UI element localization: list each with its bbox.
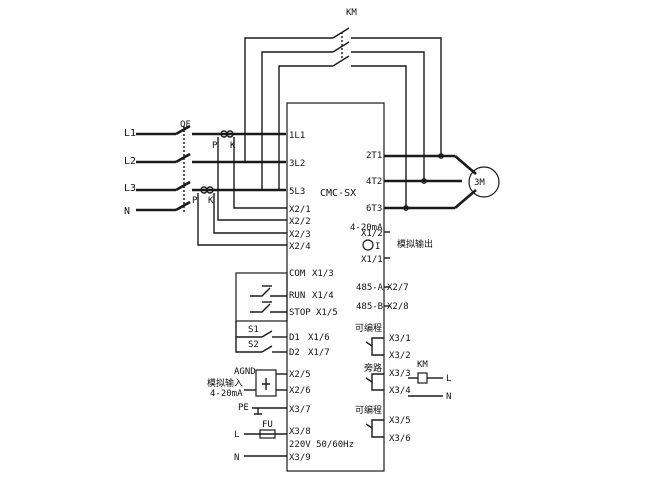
l3-label: L3: [124, 183, 136, 194]
terminal-x1-1: X1/1: [361, 255, 383, 265]
terminal-x1-7: X1/7: [308, 348, 330, 358]
terminal-x3-8: X3/8: [289, 427, 311, 437]
terminal-stop: STOP: [289, 308, 311, 318]
n-right-label: N: [446, 392, 451, 402]
motor-symbol: [468, 166, 500, 198]
l-right-label: L: [446, 374, 451, 384]
mains-inputs: L1 L2 L3 N QF: [124, 120, 286, 217]
supply: L FU X3/8 220V 50/60Hz N X3/9: [234, 420, 354, 463]
meter-label: I: [375, 242, 380, 252]
l1-label: L1: [124, 128, 136, 139]
terminal-x3-5: X3/5: [389, 416, 411, 426]
current-transformers: P K P K: [192, 130, 287, 246]
fu-label: FU: [262, 420, 273, 430]
qf-label: QF: [180, 120, 191, 130]
programmable-relay-1: 可编程 X3/1 X3/2: [355, 322, 411, 361]
model-label: CMC-SX: [320, 188, 356, 199]
p1-label: P: [212, 141, 218, 151]
terminal-x3-2: X3/2: [389, 351, 411, 361]
terminal-2t1: 2T1: [366, 151, 382, 161]
terminal-3l2: 3L2: [289, 159, 305, 169]
rs485-a-label: 485-A: [356, 283, 384, 293]
terminal-d2: D2: [289, 348, 300, 358]
terminal-4t2: 4T2: [366, 177, 382, 187]
terminal-x2-4: X2/4: [289, 242, 311, 252]
meter-icon: [362, 239, 374, 251]
terminal-x2-7: X2/7: [387, 283, 409, 293]
terminal-x1-3: X1/3: [312, 269, 334, 279]
terminal-1l1: 1L1: [289, 131, 305, 141]
terminal-x2-8: X2/8: [387, 302, 409, 312]
agnd-label: AGND: [234, 367, 256, 377]
l2-label: L2: [124, 156, 136, 167]
terminal-run: RUN: [289, 291, 305, 301]
km-top-label: KM: [346, 8, 357, 18]
control-inputs: COM X1/3 RUN X1/4 STOP X1/5: [235, 269, 338, 322]
terminal-x2-1: X2/1: [289, 205, 311, 215]
terminal-x2-6: X2/6: [289, 386, 311, 396]
ma-out-label: 4-20mA: [350, 223, 383, 233]
motor-label: 3M: [474, 178, 485, 188]
km-coil-icon: [417, 372, 428, 384]
terminal-x2-3: X2/3: [289, 230, 311, 240]
ma-in-label: 4-20mA: [210, 389, 243, 399]
prog2-label: 可编程: [355, 404, 382, 416]
km-right-label: KM: [417, 360, 428, 370]
terminal-6t3: 6T3: [366, 204, 382, 214]
analog-in-label: 模拟输入: [207, 377, 243, 389]
terminal-x1-4: X1/4: [312, 291, 334, 301]
terminal-d1: D1: [289, 333, 300, 343]
s2-label: S2: [248, 340, 259, 350]
terminal-x3-1: X3/1: [389, 334, 411, 344]
pe-label: PE: [238, 403, 249, 413]
supply-label: 220V 50/60Hz: [289, 440, 354, 450]
analog-output: 4-20mA X1/2 模拟输出 X1/1 I: [350, 223, 433, 265]
terminal-x3-9: X3/9: [289, 453, 311, 463]
left-power-terminals: 1L1 3L2 5L3 X2/1 X2/2 X2/3 X2/4 CMC-SX: [289, 131, 356, 252]
terminal-com: COM: [289, 269, 306, 279]
terminal-x3-3: X3/3: [389, 369, 411, 379]
motor-outputs: 2T1 4T2 6T3 3M: [366, 151, 500, 214]
terminal-x1-6: X1/6: [308, 333, 330, 343]
n-label: N: [124, 206, 130, 217]
programmable-relay-2: 可编程 X3/5 X3/6: [355, 404, 411, 444]
s1-label: S1: [248, 325, 259, 335]
terminal-x3-6: X3/6: [389, 434, 411, 444]
prog1-label: 可编程: [355, 322, 382, 334]
terminal-x1-2: X1/2: [361, 229, 383, 239]
analog-input: AGND X2/5 模拟输入 4-20mA X2/6: [207, 367, 311, 399]
bypass-relay: 旁路 X3/3 X3/4 KM L N: [364, 360, 451, 402]
terminal-x3-4: X3/4: [389, 386, 411, 396]
n-bottom-label: N: [234, 453, 239, 463]
terminal-5l3: 5L3: [289, 187, 305, 197]
k2-label: K: [208, 196, 214, 206]
fuse-icon: [259, 429, 276, 439]
terminal-x3-7: X3/7: [289, 405, 311, 415]
terminal-x2-2: X2/2: [289, 217, 311, 227]
l-bottom-label: L: [234, 430, 239, 440]
bypass-label: 旁路: [364, 362, 382, 374]
rs485: 485-A X2/7 485-B X2/8: [356, 283, 409, 312]
terminal-x1-5: X1/5: [316, 308, 338, 318]
rs485-b-label: 485-B: [356, 302, 383, 312]
pe-terminal: PE X3/7: [238, 403, 311, 415]
p2-label: P: [192, 196, 198, 206]
terminal-x2-5: X2/5: [289, 370, 311, 380]
digital-inputs: S1 S2 D1 X1/6 D2 X1/7: [235, 321, 330, 358]
analog-out-label: 模拟输出: [397, 238, 433, 250]
km-contactor: KM: [244, 8, 442, 208]
k1-label: K: [230, 141, 236, 151]
